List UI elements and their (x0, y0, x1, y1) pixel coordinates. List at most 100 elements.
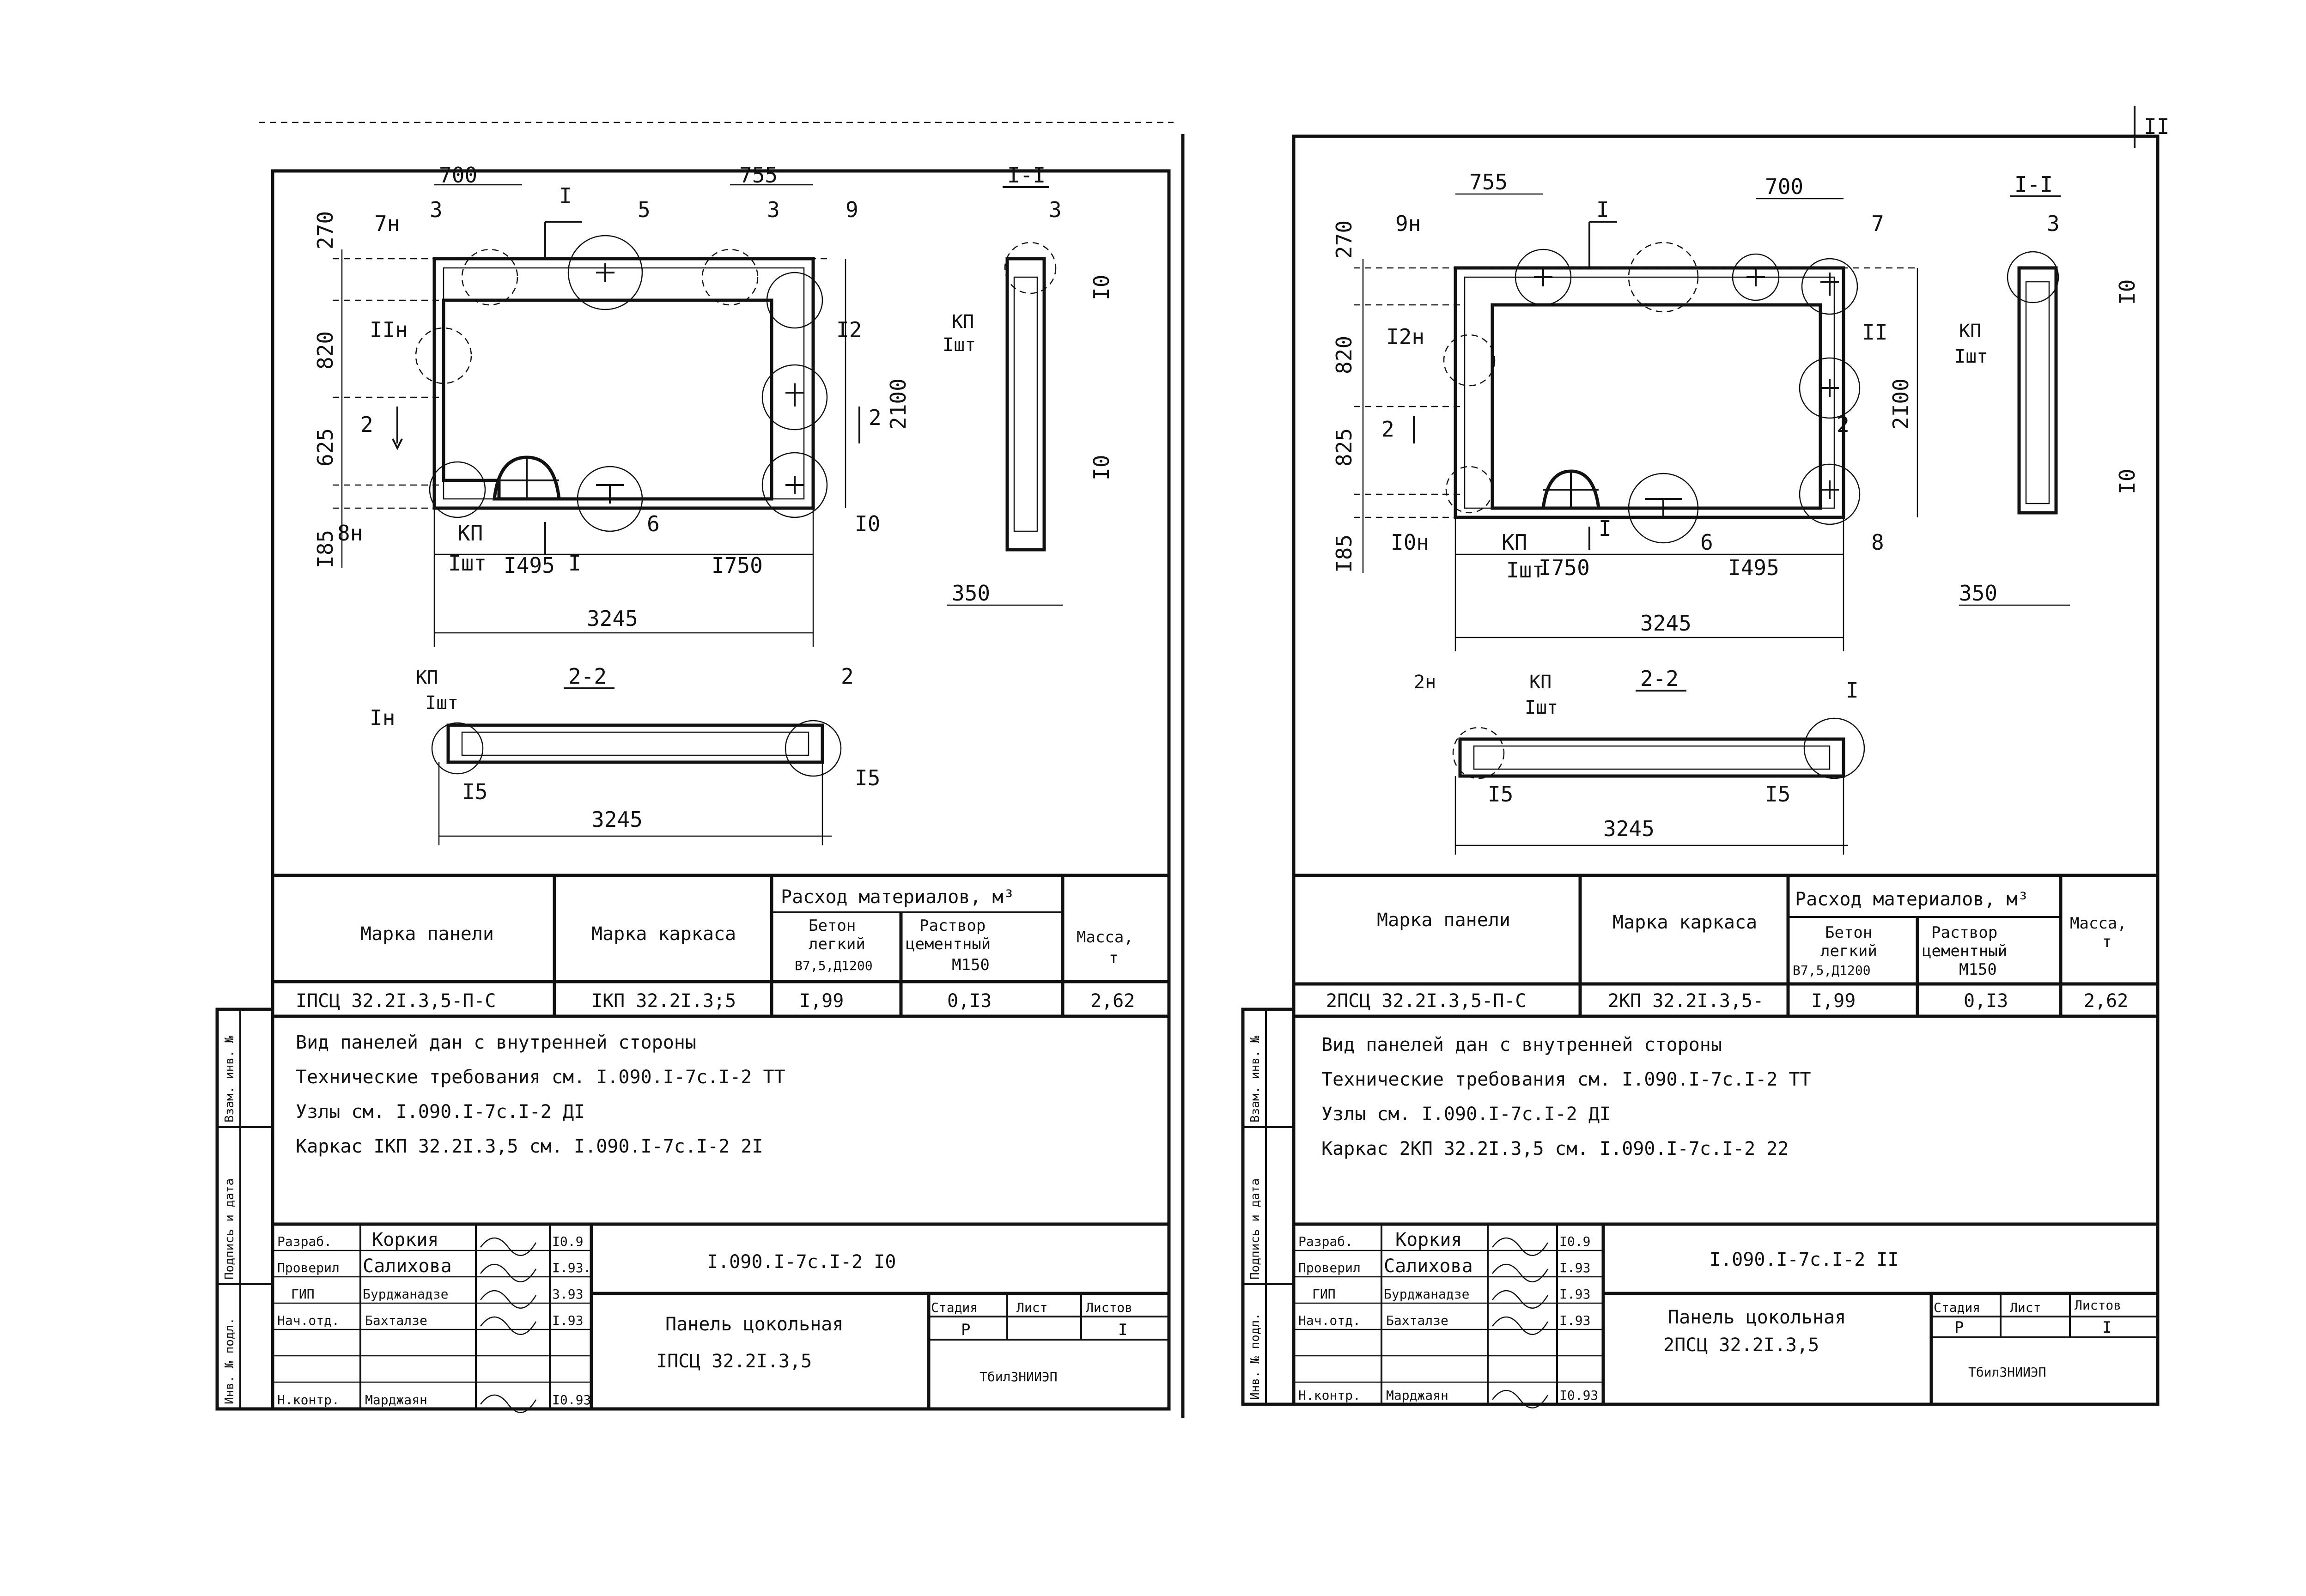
section-mark-2-left: 2 (360, 412, 373, 437)
signature (480, 1263, 537, 1282)
dim-text: 2100 (886, 378, 911, 430)
col-header-concrete: В7,5,Д1200 (795, 958, 873, 973)
col-header-concrete: Бетон (1825, 923, 1872, 942)
dim-text: I750 (712, 553, 763, 578)
section-title: I-I (1007, 163, 1046, 188)
callout: IIн (370, 317, 408, 342)
stamp-name: Бахталзе (365, 1313, 427, 1328)
dim-text: 2I00 (1888, 378, 1913, 430)
col-header-mortar: М150 (1959, 960, 1997, 979)
drawing-subtitle: 2ПСЦ 32.2I.3,5 (1663, 1335, 1819, 1356)
stamp-date: I.93 (552, 1313, 583, 1328)
col-header-mortar: цементный (1922, 942, 2007, 960)
callout: I0 (855, 511, 880, 536)
callout: 9н (1395, 211, 1421, 236)
stamp-name: Коркия (372, 1229, 439, 1250)
drawing-title: Панель цокольная (1668, 1307, 1846, 1328)
note-line: Технические требования см. I.090.I-7с.I-… (296, 1067, 785, 1088)
dim-text: 700 (1765, 174, 1803, 199)
side-strip (1241, 1007, 1296, 1406)
dim-text: I5 (1765, 782, 1790, 807)
callout: 6 (1700, 530, 1713, 555)
materials-table: Марка панели Марка каркаса Расход матери… (1294, 874, 2158, 1018)
dim-text: I5 (855, 765, 880, 790)
dim-text: I495 (504, 553, 555, 578)
callout: 3 (1049, 197, 1062, 222)
callout: I (1846, 678, 1859, 703)
col-header-mass: Масса, (1077, 928, 1133, 947)
sheet-right: Взам. инв. № Подпись и дата Инв. № подл. (1241, 134, 2160, 1408)
note-line: Технические требования см. I.090.I-7с.I-… (1321, 1069, 1811, 1090)
col-header-mass: т (1109, 949, 1118, 967)
stamp-name: Салихова (1384, 1256, 1473, 1277)
cell-frame: IКП 32.2I.3;5 (591, 990, 736, 1012)
cell-concrete: I,99 (1811, 990, 1856, 1012)
side-label-inv: Инв. № подл. (223, 1317, 237, 1404)
stamp-role: Разраб. (1298, 1234, 1353, 1249)
dim-text: 820 (313, 331, 338, 370)
col-header-mass: Масса, (2070, 914, 2127, 933)
stamp-label: Стадия (931, 1300, 978, 1315)
org-name: ТбилЗНИИЭП (1968, 1365, 2046, 1380)
signature (480, 1237, 537, 1256)
stamp-date: I0.9 (1559, 1234, 1590, 1249)
callout: 2н (1414, 672, 1436, 693)
note-line: Каркас IКП 32.2I.3,5 см. I.090.I-7с.I-2 … (296, 1136, 763, 1157)
col-header-mortar: цементный (906, 935, 991, 953)
note-line: Узлы см. I.090.I-7с.I-2 ДI (1321, 1104, 1611, 1125)
stamp-role: Проверил (277, 1260, 340, 1275)
stamp-role: ГИП (1312, 1287, 1336, 1302)
dim-text: I0 (2115, 469, 2140, 494)
section-mark-top: I (1596, 197, 1609, 222)
col-header-frame: Марка каркаса (591, 923, 736, 945)
col-header-materials: Расход материалов, м³ (1795, 889, 2029, 910)
cell-concrete: I,99 (799, 990, 844, 1012)
callout: I2 (836, 317, 862, 342)
side-label-sign: Подпись и дата (223, 1178, 237, 1280)
stamp-label: Стадия (1934, 1300, 1980, 1315)
drawing-code: I.090.I-7с.I-2 II (1710, 1249, 1898, 1270)
dim-text: 350 (1959, 581, 1997, 606)
callout: 6 (647, 511, 660, 536)
col-header-frame: Марка каркаса (1612, 912, 1757, 933)
dim-text: I85 (313, 530, 338, 568)
side-label-sign: Подпись и дата (1248, 1178, 1262, 1280)
dim-text: I495 (1728, 555, 1779, 580)
stamp-name: Салихова (363, 1256, 452, 1277)
section-mark-2-right: 2 (869, 405, 882, 430)
callout: Iшт (943, 334, 976, 356)
cell-mortar: 0,I3 (947, 990, 992, 1012)
signature (1492, 1237, 1549, 1256)
signature (480, 1316, 537, 1335)
stamp-role: Н.контр. (277, 1392, 340, 1408)
stamp-name: Коркия (1395, 1229, 1462, 1250)
section-mark-bottom: I (1599, 516, 1612, 541)
callout: 7н (374, 211, 400, 236)
dim-text: I5 (462, 779, 487, 804)
side-strip (215, 1007, 274, 1411)
callout: Iшт (1506, 558, 1545, 583)
signature (1492, 1263, 1549, 1282)
callout: 8 (1871, 530, 1884, 555)
stamp-date: I0.93 (1559, 1388, 1598, 1403)
dim-text: I0 (1089, 455, 1114, 480)
dim-text: 270 (313, 211, 338, 249)
section-title: 2-2 (1640, 666, 1679, 691)
callout: КП (1959, 321, 1981, 342)
stamp-name: Бахталзе (1386, 1313, 1448, 1328)
stamp-name: Бурджанадзе (363, 1287, 448, 1302)
stamp-role: Проверил (1298, 1260, 1361, 1275)
callout: 3 (430, 197, 443, 222)
signature (480, 1394, 537, 1413)
notes: Вид панелей дан с внутренней стороны Тех… (296, 1032, 785, 1157)
dim-text: 755 (1469, 170, 1508, 194)
callout: 3 (2047, 211, 2060, 236)
dim-text: 700 (439, 163, 477, 188)
dim-text: 350 (952, 581, 990, 606)
stamp-value: I (2102, 1318, 2111, 1337)
stamp-value: I (1118, 1321, 1127, 1339)
stamp-name: Бурджанадзе (1384, 1287, 1469, 1302)
callout: 7 (1871, 211, 1884, 236)
stamp-label: Лист (2010, 1300, 2041, 1315)
stamp-name: Марджаян (365, 1392, 427, 1408)
